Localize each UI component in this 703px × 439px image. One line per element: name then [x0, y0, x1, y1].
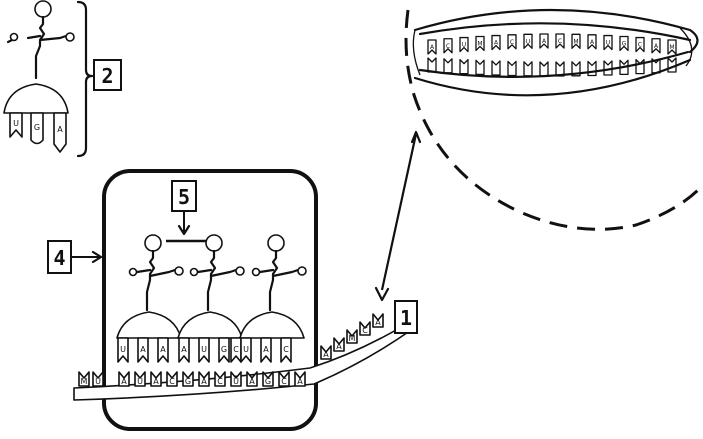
trna-base: U — [243, 345, 249, 354]
dna-base: A — [542, 38, 547, 45]
mrna-base: A — [375, 318, 381, 327]
dna-base: M — [669, 44, 674, 51]
trna-base: U — [201, 345, 207, 354]
mrna-base: U — [137, 377, 143, 386]
dna-base: C — [510, 39, 514, 46]
mrna-base: C — [217, 377, 223, 386]
trna-base: G — [221, 345, 227, 354]
mrna-base: C — [169, 377, 175, 386]
trna-single-body — [3, 83, 69, 114]
trna-single: U G A — [3, 0, 75, 153]
dna-base: M — [573, 38, 578, 45]
trna-base: C — [283, 345, 289, 354]
ribosome-box — [102, 169, 318, 431]
dna-base: U — [526, 38, 530, 45]
amino-acid — [267, 234, 285, 252]
dna-base: C — [446, 43, 450, 50]
mrna-base: U — [233, 377, 239, 386]
dna-base: A — [590, 39, 595, 46]
label-1: 1 — [400, 306, 412, 330]
mrna-base: A — [121, 377, 127, 386]
mrna-base: A — [336, 342, 342, 351]
trna-single-base: G — [34, 123, 40, 132]
label-2: 2 — [101, 64, 113, 88]
mrna-base: A — [323, 350, 329, 359]
mrna-base: C — [362, 326, 368, 335]
dna-base: A — [494, 40, 499, 47]
trna-base: A — [263, 345, 269, 354]
mrna-base: C — [281, 377, 287, 386]
mrna-base: A — [249, 377, 255, 386]
trna-single-stem — [6, 15, 68, 80]
dna-base: U — [462, 42, 466, 49]
zoom-arrow — [380, 133, 418, 291]
amino-acid — [144, 234, 162, 252]
label-5: 5 — [178, 185, 190, 209]
mrna-base: M — [81, 377, 88, 386]
trna-single-base: A — [57, 125, 63, 134]
trna-single-amino-acid — [34, 0, 52, 18]
dna-base: M — [477, 40, 482, 47]
mrna-base: A — [201, 377, 207, 386]
trna-base: A — [160, 345, 166, 354]
dna-base: C — [558, 38, 562, 45]
trna-base: A — [181, 345, 187, 354]
amino-acid — [205, 234, 223, 252]
trna-base: A — [140, 345, 146, 354]
mrna-base: G — [185, 377, 191, 386]
trna-base: U — [120, 345, 126, 354]
mrna-base: U — [95, 377, 101, 386]
dna-base: A — [654, 43, 659, 50]
mrna-base: A — [153, 377, 159, 386]
label-4: 4 — [53, 246, 65, 270]
mrna-base: G — [265, 377, 271, 386]
dna-base: A — [430, 44, 435, 51]
dna-base: U — [606, 40, 610, 47]
dna-base: C — [638, 42, 642, 49]
trna-single-base: U — [13, 119, 19, 128]
mrna-base: M — [349, 334, 356, 343]
bracket-2 — [76, 0, 94, 158]
dna-base: G — [622, 40, 627, 47]
label-box-2 — [93, 59, 122, 91]
trna-base: C — [233, 345, 239, 354]
mrna-base: A — [297, 377, 303, 386]
label-box-1 — [394, 300, 418, 334]
